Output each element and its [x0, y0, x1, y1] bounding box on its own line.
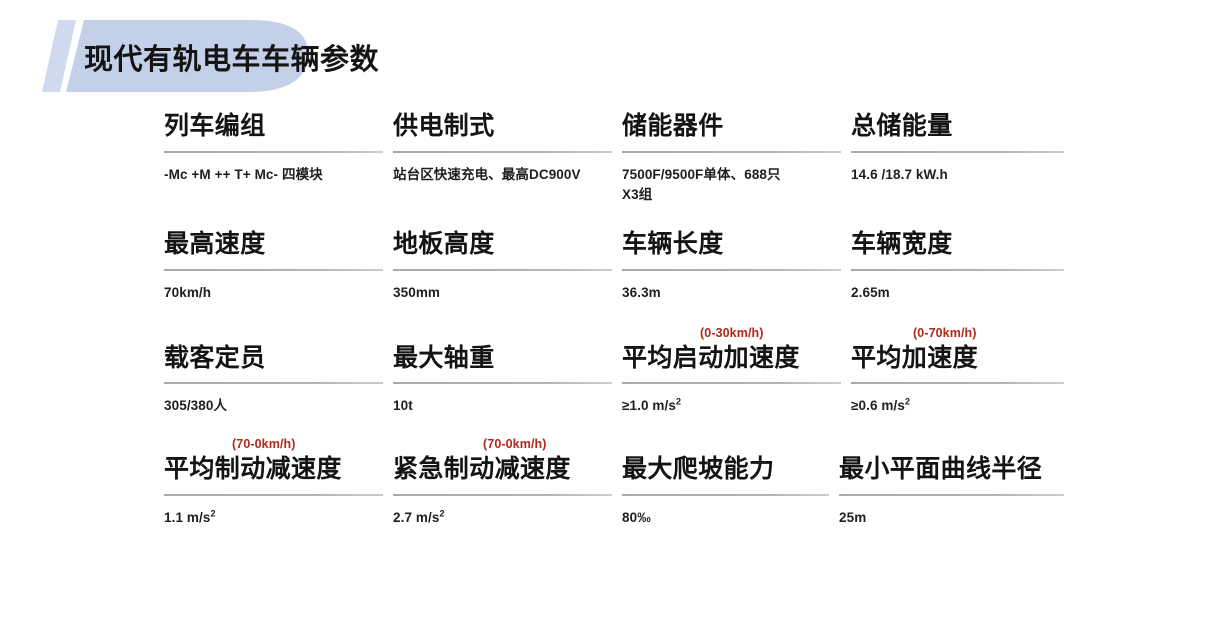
param-divider: [164, 150, 383, 153]
param-divider: [622, 493, 829, 496]
param-divider: [393, 268, 612, 271]
param-value: 305/380人: [164, 398, 228, 414]
param-divider: [851, 268, 1064, 271]
param-value: -Mc +M ++ T+ Mc- 四模块: [164, 166, 323, 182]
param-cell-avg-acceleration: (0-70km/h) 平均加速度 ≥0.6 m/s2: [851, 326, 1074, 417]
param-value: 2.65m: [851, 284, 890, 300]
param-heading: 储能器件: [622, 112, 724, 140]
param-cell-min-curve-radius: 最小平面曲线半径 25m: [839, 437, 1074, 528]
param-heading: 最小平面曲线半径: [839, 455, 1043, 484]
param-cell-max-gradient: 最大爬坡能力 80‰: [622, 437, 839, 528]
param-divider: [851, 382, 1064, 385]
param-heading: 列车编组: [164, 112, 266, 140]
param-heading: 供电制式: [393, 112, 495, 140]
param-value-text: ≥0.6 m/s: [851, 398, 905, 414]
param-heading: 车辆宽度: [851, 230, 953, 259]
param-divider: [393, 150, 612, 153]
param-cell-vehicle-length: 车辆长度 36.3m: [622, 230, 851, 303]
param-heading: 平均制动减速度: [164, 455, 342, 484]
param-note: (0-30km/h): [700, 325, 764, 340]
param-value-text: ≥1.0 m/s: [622, 398, 676, 414]
param-cell-avg-startup-acceleration: (0-30km/h) 平均启动加速度 ≥1.0 m/s2: [622, 326, 851, 417]
param-heading: 平均启动加速度: [622, 343, 800, 372]
param-cell-emergency-braking-deceleration: (70-0km/h) 紧急制动减速度 2.7 m/s2: [393, 437, 622, 528]
param-heading: 载客定员: [164, 343, 266, 372]
banner-decoration-shape: [42, 20, 309, 92]
param-cell-vehicle-width: 车辆宽度 2.65m: [851, 230, 1074, 303]
param-divider: [622, 150, 841, 153]
param-value: 2.7 m/s2: [393, 508, 612, 529]
param-divider: [164, 382, 383, 385]
parameter-row: (70-0km/h) 平均制动减速度 1.1 m/s2 (70-0km/h) 紧…: [164, 437, 1074, 528]
param-value: 36.3m: [622, 284, 661, 300]
param-value: 70km/h: [164, 284, 212, 300]
param-divider: [622, 382, 841, 385]
param-divider: [839, 493, 1064, 496]
param-cell-total-energy: 总储能量 14.6 /18.7 kW.h: [851, 112, 1074, 206]
param-divider: [164, 493, 383, 496]
param-value-exponent: 2: [210, 508, 216, 519]
param-cell-avg-braking-deceleration: (70-0km/h) 平均制动减速度 1.1 m/s2: [164, 437, 393, 528]
param-value-text: 2.7 m/s: [393, 509, 440, 525]
param-divider: [164, 268, 383, 271]
param-heading: 车辆长度: [622, 230, 724, 259]
param-value-exponent: 2: [439, 508, 445, 519]
param-cell-max-speed: 最高速度 70km/h: [164, 230, 393, 303]
param-cell-max-axle-load: 最大轴重 10t: [393, 326, 622, 417]
page-title: 现代有轨电车车辆参数: [84, 44, 380, 76]
param-value-text: 1.1 m/s: [164, 509, 211, 525]
param-heading: 最大轴重: [393, 343, 495, 372]
param-divider: [851, 150, 1064, 153]
param-heading: 总储能量: [851, 112, 953, 140]
param-value: 10t: [393, 398, 413, 414]
banner-stripe-icon: [42, 20, 76, 92]
param-value: 14.6 /18.7 kW.h: [851, 166, 948, 182]
param-divider: [622, 268, 841, 271]
parameter-grid: 列车编组 -Mc +M ++ T+ Mc- 四模块 供电制式 站台区快速充电、最…: [164, 112, 1074, 529]
param-heading: 最大爬坡能力: [622, 455, 775, 484]
param-divider: [393, 493, 612, 496]
param-value: 1.1 m/s2: [164, 508, 383, 529]
param-note: (0-70km/h): [913, 325, 977, 340]
parameter-row: 列车编组 -Mc +M ++ T+ Mc- 四模块 供电制式 站台区快速充电、最…: [164, 112, 1074, 206]
param-value: 350mm: [393, 284, 441, 300]
param-value: 25m: [839, 509, 867, 525]
param-divider: [393, 382, 612, 385]
param-value-exponent: 2: [905, 396, 911, 407]
param-value: 80‰: [622, 509, 651, 525]
param-heading: 平均加速度: [851, 343, 979, 372]
parameter-row: 载客定员 305/380人 最大轴重 10t (0-30km/h) 平均启动加速…: [164, 326, 1074, 417]
banner-body-shape: [66, 20, 309, 92]
param-heading: 地板高度: [393, 230, 495, 259]
param-note: (70-0km/h): [483, 437, 547, 452]
title-banner: 现代有轨电车车辆参数: [0, 0, 1207, 110]
param-value: 7500F/9500F单体、688只 X3组: [622, 166, 781, 203]
param-value-exponent: 2: [676, 396, 682, 407]
param-note: (70-0km/h): [232, 437, 296, 452]
param-value: ≥1.0 m/s2: [622, 396, 841, 417]
param-cell-train-formation: 列车编组 -Mc +M ++ T+ Mc- 四模块: [164, 112, 393, 206]
param-cell-floor-height: 地板高度 350mm: [393, 230, 622, 303]
param-value: 站台区快速充电、最高DC900V: [393, 166, 581, 182]
param-cell-energy-storage-device: 储能器件 7500F/9500F单体、688只 X3组: [622, 112, 851, 206]
param-value: ≥0.6 m/s2: [851, 396, 1064, 417]
param-cell-passenger-capacity: 载客定员 305/380人: [164, 326, 393, 417]
param-heading: 紧急制动减速度: [393, 455, 571, 484]
param-heading: 最高速度: [164, 230, 266, 259]
parameter-row: 最高速度 70km/h 地板高度 350mm 车辆长度 36.3m 车辆宽度 2…: [164, 230, 1074, 303]
param-cell-power-supply: 供电制式 站台区快速充电、最高DC900V: [393, 112, 622, 206]
